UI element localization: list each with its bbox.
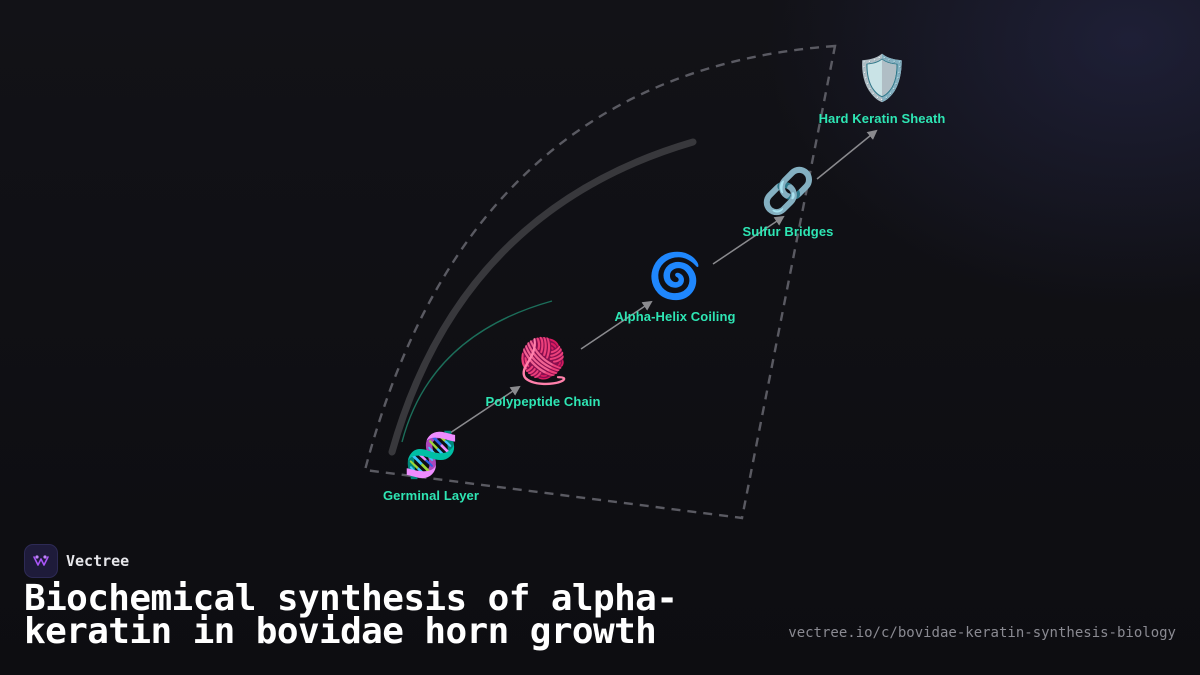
node-label: Polypeptide Chain (485, 394, 601, 409)
node-label: Sulfur Bridges (742, 224, 834, 239)
flow-arrow-1 (443, 385, 521, 438)
node-label: Hard Keratin Sheath (818, 111, 946, 126)
page-title: Biochemical synthesis of alpha-keratin i… (24, 578, 678, 652)
horn-teal-arc (401, 300, 553, 443)
dna-icon: 🧬 (403, 431, 459, 480)
node-polypeptide-chain: 🧶 Polypeptide Chain (485, 337, 600, 409)
spiral-icon: 🌀 (647, 252, 703, 301)
horn-outline (363, 44, 837, 520)
vectree-logo-icon (24, 544, 58, 578)
source-url: vectree.io/c/bovidae-keratin-synthesis-b… (788, 625, 1176, 641)
node-germinal-layer: 🧬 Germinal Layer (383, 431, 479, 503)
flow-arrow-4 (816, 129, 878, 180)
flow-arrow-2 (580, 300, 653, 350)
brand: Vectree (24, 544, 129, 578)
node-hard-keratin-sheath: 🛡️ Hard Keratin Sheath (819, 54, 946, 126)
brand-name: Vectree (66, 552, 130, 570)
flow-arrow-3 (712, 215, 785, 265)
horn-inner-arc (388, 138, 697, 456)
node-label: Alpha-Helix Coiling (614, 309, 736, 324)
node-sulfur-bridges: 🔗 Sulfur Bridges (743, 167, 834, 239)
shield-icon: 🛡️ (854, 54, 910, 103)
yarn-ball-icon: 🧶 (515, 337, 571, 386)
node-alpha-helix-coiling: 🌀 Alpha-Helix Coiling (614, 252, 735, 324)
link-icon: 🔗 (760, 167, 816, 216)
node-label: Germinal Layer (382, 488, 480, 503)
